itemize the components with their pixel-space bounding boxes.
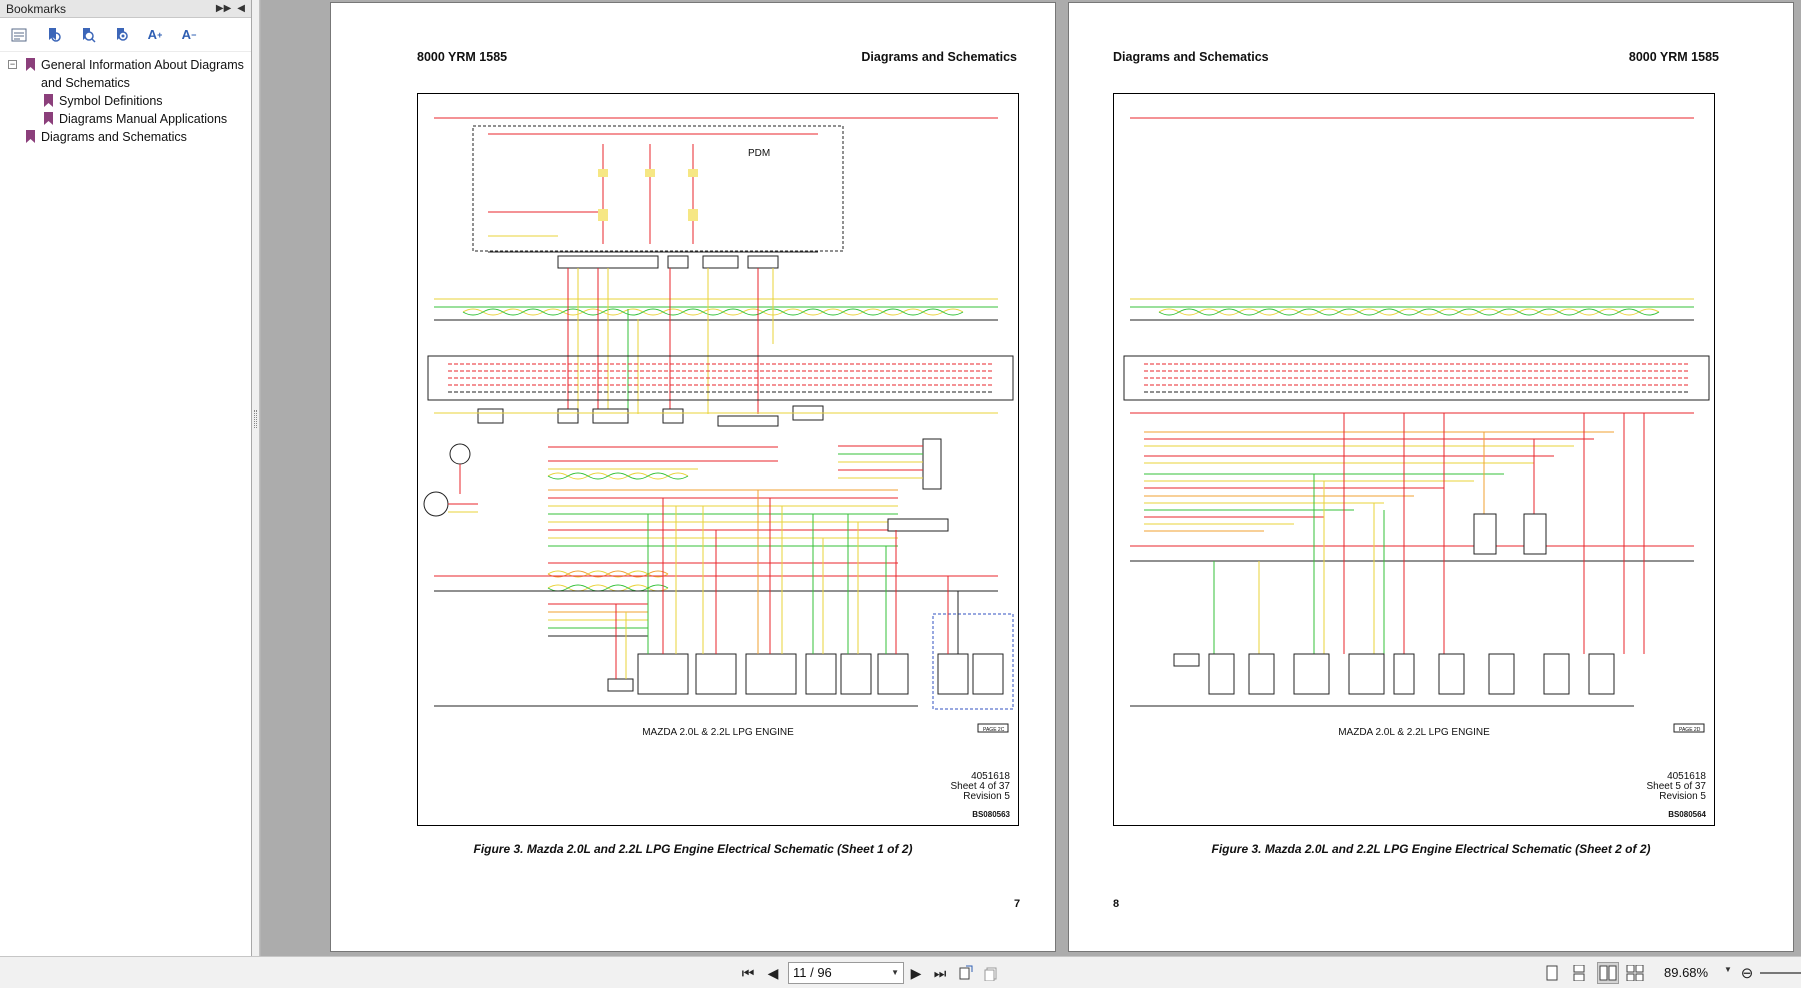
bookmark-label: Diagrams Manual Applications xyxy=(59,112,228,126)
zoom-level[interactable]: 89.68% xyxy=(1664,965,1709,980)
expand-bookmark-icon[interactable] xyxy=(42,24,64,46)
sheet-number: Sheet 4 of 37 xyxy=(950,781,1011,792)
bs-number: BS080564 xyxy=(1668,810,1706,819)
bookmarks-panel: Bookmarks ▶▶ ◀ A+ A− − General I xyxy=(0,0,252,956)
sheet-info: 4051618 Sheet 4 of 37 Revision 5 xyxy=(951,772,1011,802)
revision: Revision 5 xyxy=(1659,791,1706,802)
bs-number: BS080563 xyxy=(972,810,1010,819)
bookmark-item-diagrams-and-schematics[interactable]: Diagrams and Schematics xyxy=(0,128,251,146)
expand-panel-icon[interactable]: ▶▶ xyxy=(215,3,232,14)
collapse-toggle-icon[interactable]: − xyxy=(8,59,17,69)
page-8: Diagrams and Schematics 8000 YRM 1585 xyxy=(1068,2,1794,952)
engine-title: MAZDA 2.0L & 2.2L LPG ENGINE xyxy=(642,727,794,738)
single-page-view-icon[interactable] xyxy=(1541,962,1563,984)
pdm-label: PDM xyxy=(748,148,770,159)
bookmark-label: Diagrams and Schematics xyxy=(41,130,187,144)
page-number: 7 xyxy=(1014,898,1021,910)
zoom-dropdown-icon[interactable]: ▼ xyxy=(1724,965,1732,974)
schematic-sheet-2: PAGE 2D MAZDA 2.0L & 2.2L LPG ENGINE 405… xyxy=(1113,93,1715,826)
navigation-toolbar: ⏮ ◀ 11 / 96 ▼ ▶ ⏭ 89.68% ▼ ⊖ xyxy=(0,956,1801,988)
section-title: Diagrams and Schematics xyxy=(861,50,1017,64)
bookmark-label: Symbol Definitions xyxy=(59,94,163,108)
bookmark-options-icon[interactable] xyxy=(8,24,30,46)
find-current-bookmark-icon[interactable] xyxy=(110,24,132,46)
bookmark-icon xyxy=(44,94,53,107)
splitter-grip[interactable] xyxy=(254,410,257,428)
engine-title: MAZDA 2.0L & 2.2L LPG ENGINE xyxy=(1338,727,1490,738)
page-number-input[interactable]: 11 / 96 ▼ xyxy=(788,962,904,984)
schematic-diagram: PAGE 2D xyxy=(1123,117,1710,733)
sheet-number: Sheet 5 of 37 xyxy=(1646,781,1707,792)
bookmarks-toolbar: A+ A− xyxy=(0,18,251,52)
next-view-icon[interactable] xyxy=(981,963,1001,983)
bookmark-item-diagrams-manual-applications[interactable]: Diagrams Manual Applications xyxy=(0,110,251,128)
bookmark-icon xyxy=(44,112,53,125)
sheet-info: 4051618 Sheet 5 of 37 Revision 5 xyxy=(1647,772,1707,802)
panel-splitter[interactable] xyxy=(252,0,260,956)
bookmark-icon xyxy=(26,130,35,143)
page-7: 8000 YRM 1585 Diagrams and Schematics PD… xyxy=(330,2,1056,952)
two-page-continuous-view-icon[interactable] xyxy=(1624,962,1646,984)
schematic-sheet-1: PDM xyxy=(417,93,1019,826)
last-page-icon[interactable]: ⏭ xyxy=(933,964,947,981)
zoom-out-icon[interactable]: ⊖ xyxy=(1740,965,1754,982)
doc-number: 4051618 xyxy=(1667,771,1706,782)
bookmark-item-general-information[interactable]: − General Information About Diagrams and… xyxy=(0,56,251,92)
bookmark-item-symbol-definitions[interactable]: Symbol Definitions xyxy=(0,92,251,110)
bookmarks-header: Bookmarks ▶▶ ◀ xyxy=(0,0,251,18)
section-title: Diagrams and Schematics xyxy=(1113,50,1269,64)
zoom-slider[interactable] xyxy=(1760,972,1801,974)
doc-code: 8000 YRM 1585 xyxy=(1628,50,1719,64)
bookmark-label: General Information About Diagrams and S… xyxy=(41,58,244,90)
two-page-view-icon[interactable] xyxy=(1597,962,1619,984)
previous-page-icon[interactable]: ◀ xyxy=(767,964,779,981)
bookmarks-title: Bookmarks xyxy=(6,1,67,16)
decrease-text-size-icon[interactable]: A− xyxy=(181,27,197,42)
previous-view-icon[interactable] xyxy=(956,963,976,983)
next-page-icon[interactable]: ▶ xyxy=(910,964,922,981)
page-number: 8 xyxy=(1113,898,1120,910)
increase-text-size-icon[interactable]: A+ xyxy=(147,27,163,42)
page-dropdown-icon[interactable]: ▼ xyxy=(891,968,899,977)
doc-code: 8000 YRM 1585 xyxy=(417,50,508,64)
bookmarks-tree: − General Information About Diagrams and… xyxy=(0,52,251,146)
find-bookmark-icon[interactable] xyxy=(76,24,98,46)
revision: Revision 5 xyxy=(963,791,1010,802)
figure-caption: Figure 3. Mazda 2.0L and 2.2L LPG Engine… xyxy=(1211,842,1651,856)
page-number-value: 11 / 96 xyxy=(793,965,832,980)
next-page-ref: PAGE 2D xyxy=(1679,727,1701,733)
document-view: 8000 YRM 1585 Diagrams and Schematics PD… xyxy=(261,0,1801,956)
continuous-view-icon[interactable] xyxy=(1568,962,1590,984)
bookmark-icon xyxy=(26,58,35,71)
next-page-ref: PAGE 2C xyxy=(983,727,1005,733)
collapse-panel-icon[interactable]: ◀ xyxy=(237,3,245,14)
schematic-diagram: PDM xyxy=(423,117,1014,733)
first-page-icon[interactable]: ⏮ xyxy=(741,964,755,981)
figure-caption: Figure 3. Mazda 2.0L and 2.2L LPG Engine… xyxy=(473,842,913,856)
doc-number: 4051618 xyxy=(971,771,1010,782)
